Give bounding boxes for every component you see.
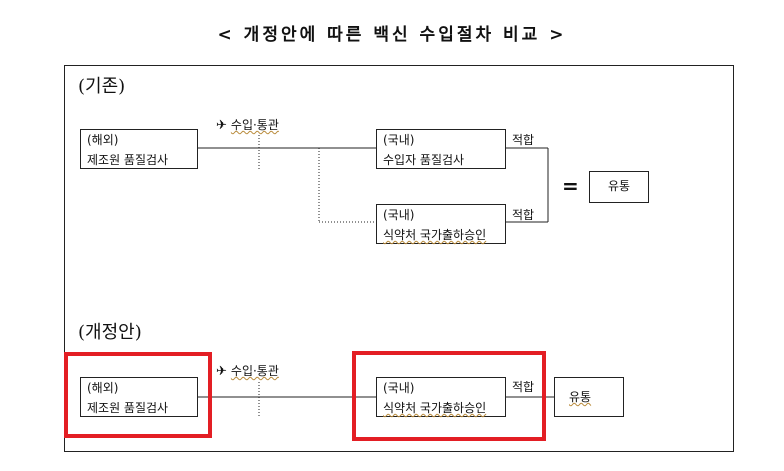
origin-step: 제조원 품질검사 (87, 153, 169, 167)
distribution-label: 유통 (607, 179, 631, 193)
highlight-mfds (352, 351, 546, 441)
after-mfds-box: (국내) 식약처 국가출하승인 (376, 377, 506, 417)
origin-region: (해외) (87, 381, 119, 395)
before-mfds-box: (국내) 식약처 국가출하승인 (376, 204, 506, 244)
distribution-label: 유통 (569, 390, 592, 404)
after-customs: ✈수입·통관 (216, 362, 279, 379)
after-pass-label: 적합 (512, 380, 535, 394)
equals-sign: = (562, 174, 579, 198)
airplane-icon: ✈ (216, 364, 227, 379)
before-pass-label-2: 적합 (512, 208, 535, 222)
airplane-icon: ✈ (216, 118, 227, 133)
before-customs: ✈수입·통관 (216, 116, 279, 133)
diagram-frame (64, 65, 734, 452)
importer-region: (국내) (383, 133, 415, 147)
mfds-step: 식약처 국가출하승인 (383, 228, 487, 242)
before-pass-label-1: 적합 (512, 133, 535, 147)
mfds-region: (국내) (383, 381, 415, 395)
before-importer-box: (국내) 수입자 품질검사 (376, 129, 506, 169)
mfds-region: (국내) (383, 208, 415, 222)
customs-label: 수입·통관 (230, 118, 279, 132)
after-distribution-box: 유통 (554, 377, 624, 417)
after-section-label: (개정안) (78, 322, 142, 343)
before-origin-box: (해외) 제조원 품질검사 (80, 129, 198, 169)
importer-step: 수입자 품질검사 (383, 153, 465, 167)
origin-region: (해외) (87, 133, 119, 147)
highlight-origin (64, 352, 212, 438)
origin-step: 제조원 품질검사 (87, 401, 169, 415)
before-distribution-box: 유통 (589, 171, 649, 203)
mfds-step: 식약처 국가출하승인 (383, 401, 487, 415)
customs-label: 수입·통관 (230, 364, 279, 378)
after-origin-box: (해외) 제조원 품질검사 (80, 377, 198, 417)
page-title: < 개정안에 따른 백신 수입절차 비교 > (217, 25, 567, 45)
before-section-label: (기존) (78, 76, 126, 97)
